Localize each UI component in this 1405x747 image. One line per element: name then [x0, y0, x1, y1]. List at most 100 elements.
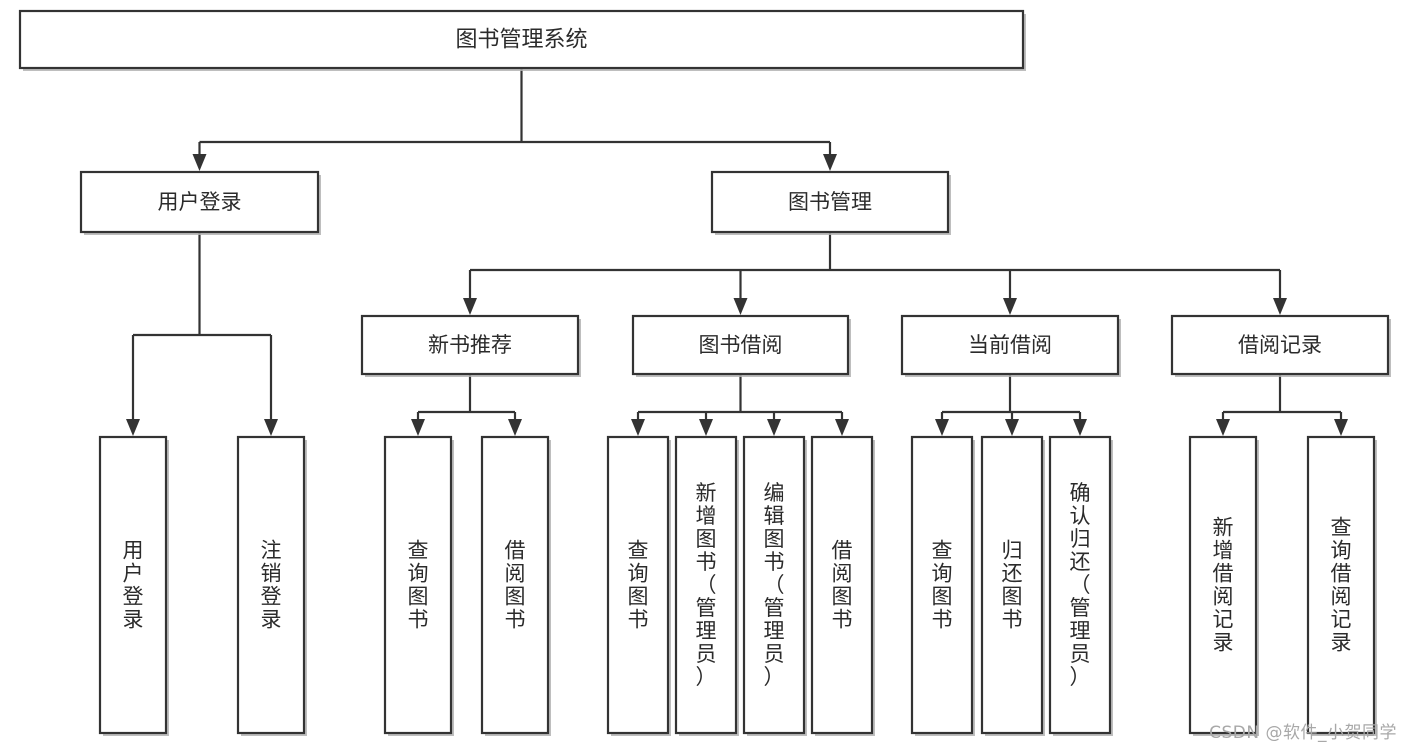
box-outline: [606, 435, 670, 735]
leaf-label-char: 增: [1213, 539, 1234, 563]
arrow-head-icon: [935, 419, 949, 436]
leaf-label-char: 录: [123, 608, 144, 632]
box-outline: [360, 314, 580, 376]
connector-layer: [126, 68, 1348, 436]
leaf-label-char: 新: [696, 481, 717, 505]
leaf-label-char: 借: [1213, 562, 1234, 586]
leaf-label-char: 用: [123, 539, 144, 563]
level3-node-新书推荐[interactable]: 新书推荐: [360, 314, 581, 377]
level2-node-图书管理[interactable]: 图书管理: [710, 170, 951, 235]
node-layer: 图书管理系统用户登录图书管理新书推荐图书借阅当前借阅借阅记录用户登录注销登录查询…: [18, 9, 1391, 736]
arrow-head-icon: [1273, 298, 1287, 315]
box-outline: [98, 435, 168, 735]
box-outline: [236, 435, 306, 735]
leaf-label-char: 销: [261, 562, 282, 586]
leaf-label-char: （: [696, 573, 717, 597]
leaf-label-char: 书: [696, 550, 717, 574]
leaf-label-char: 图: [932, 585, 953, 609]
arrow-head-icon: [192, 154, 207, 171]
leaf-label-char: 录: [261, 608, 282, 632]
box-label: 当前借阅: [968, 333, 1052, 357]
arrow-head-icon: [823, 154, 837, 171]
leaf-label-char: 图: [832, 585, 853, 609]
leaf-label-char: 注: [261, 539, 282, 563]
leaf-label-char: 查: [628, 539, 649, 563]
arrow-head-icon: [264, 419, 278, 436]
level2-node-用户登录[interactable]: 用户登录: [79, 170, 321, 235]
box-outline: [1170, 314, 1390, 376]
leaf-label-char: 借: [832, 539, 853, 563]
leaf-label-char: 员: [1070, 642, 1091, 666]
level3-node-当前借阅[interactable]: 当前借阅: [900, 314, 1121, 377]
box-outline: [980, 435, 1044, 735]
leaf-label-char: ）: [764, 665, 785, 689]
leaf-label-char: 理: [696, 619, 717, 643]
box-outline: [1306, 435, 1376, 735]
leaf-label-char: ）: [696, 665, 717, 689]
arrow-head-icon: [699, 419, 713, 436]
leaf-label-char: 询: [1331, 539, 1352, 563]
box-outline: [79, 170, 320, 234]
leaf-label-char: 查: [1331, 516, 1352, 540]
leaf-label-char: 阅: [832, 562, 853, 586]
arrow-head-icon: [126, 419, 140, 436]
leaf-label-char: 管: [1070, 596, 1091, 620]
leaf-label-char: 阅: [1331, 585, 1352, 609]
leaf-label-char: 增: [696, 504, 717, 528]
arrow-head-icon: [631, 419, 645, 436]
leaf-label-char: 理: [764, 619, 785, 643]
leaf-label-char: ）: [1070, 665, 1091, 689]
arrow-head-icon: [508, 419, 522, 436]
leaf-label-char: 书: [628, 608, 649, 632]
leaf-label-char: 管: [696, 596, 717, 620]
level3-node-借阅记录[interactable]: 借阅记录: [1170, 314, 1391, 377]
box-label: 图书管理: [788, 190, 872, 214]
leaf-label-char: 归: [1070, 527, 1091, 551]
leaf-label-char: 询: [932, 562, 953, 586]
box-outline: [18, 9, 1025, 70]
leaf-label-char: 书: [505, 608, 526, 632]
box-outline: [383, 435, 453, 735]
leaf-label-char: 图: [408, 585, 429, 609]
leaf-label-char: 录: [1213, 631, 1234, 655]
box-label: 借阅记录: [1238, 333, 1322, 357]
root-node-book-management-system[interactable]: 图书管理系统: [18, 9, 1026, 71]
watermark-label: CSDN @软件_小贺同学: [1209, 723, 1397, 743]
leaf-node-0[interactable]: 用户登录: [98, 435, 169, 736]
leaf-label-char: 记: [1213, 608, 1234, 632]
leaf-label-char: 图: [696, 527, 717, 551]
arrow-head-icon: [767, 419, 781, 436]
leaf-label-char: 员: [764, 642, 785, 666]
leaf-label-char: 图: [1002, 585, 1023, 609]
box-outline: [1048, 435, 1112, 735]
arrow-head-icon: [463, 298, 477, 315]
arrow-head-icon: [1003, 298, 1017, 315]
leaf-label-char: 图: [628, 585, 649, 609]
leaf-label-char: 还: [1070, 550, 1091, 574]
level3-node-图书借阅[interactable]: 图书借阅: [631, 314, 851, 377]
arrow-head-icon: [1005, 419, 1019, 436]
leaf-label-char: 新: [1213, 516, 1234, 540]
box-label: 图书借阅: [699, 333, 783, 357]
box-label: 图书管理系统: [455, 28, 587, 53]
leaf-label-char: 书: [408, 608, 429, 632]
box-outline: [742, 435, 806, 735]
box-label: 用户登录: [158, 190, 242, 214]
box-outline: [900, 314, 1120, 376]
leaf-label-char: 记: [1331, 608, 1352, 632]
leaf-label-char: 询: [628, 562, 649, 586]
